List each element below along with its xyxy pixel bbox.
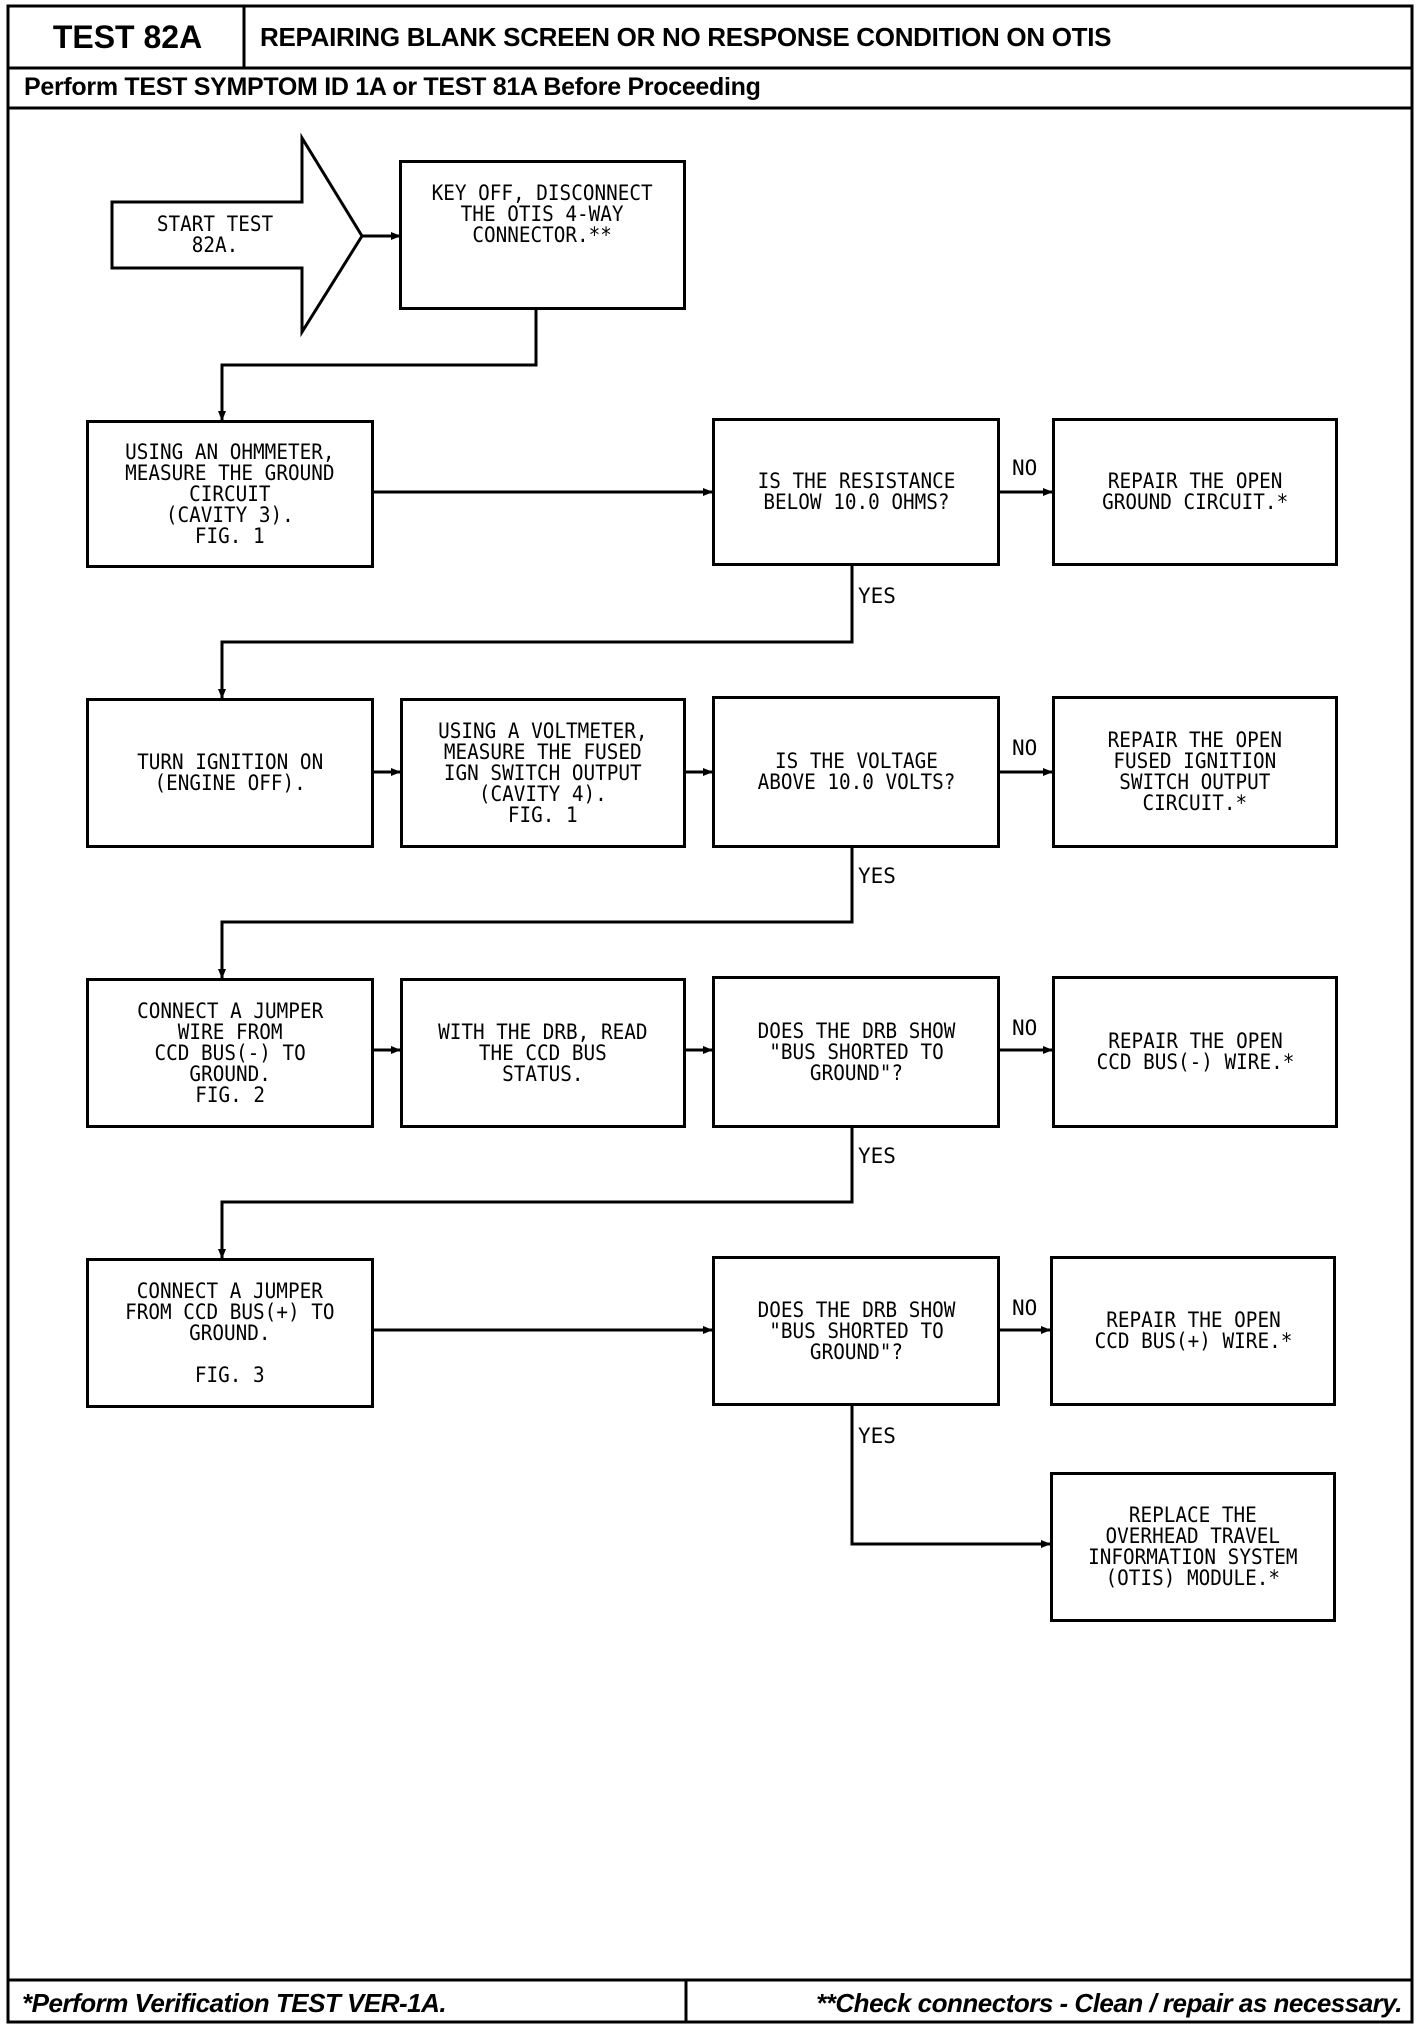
connector-voltage-yes [218, 848, 854, 979]
branch-label-yes: YES [858, 584, 896, 608]
step-jumper-bus-minus: CONNECT A JUMPER WIRE FROM CCD BUS(-) TO… [86, 978, 374, 1128]
step-read-bus-status-text: WITH THE DRB, READ THE CCD BUS STATUS. [438, 1019, 648, 1086]
branch-label-yes: YES [858, 1144, 896, 1168]
connector-resistance-yes [218, 566, 854, 699]
step-jumper-bus-plus-text: CONNECT A JUMPER FROM CCD BUS(+) TO GROU… [125, 1278, 335, 1387]
decision-bus-shorted-2-text: DOES THE DRB SHOW "BUS SHORTED TO GROUND… [757, 1297, 955, 1364]
decision-bus-shorted-2: DOES THE DRB SHOW "BUS SHORTED TO GROUND… [712, 1256, 1000, 1406]
result-repair-ignition: REPAIR THE OPEN FUSED IGNITION SWITCH OU… [1052, 696, 1338, 848]
outer-frame [6, 4, 1414, 2024]
decision-resistance-text: IS THE RESISTANCE BELOW 10.0 OHMS? [757, 469, 955, 514]
step-read-bus-status: WITH THE DRB, READ THE CCD BUS STATUS. [400, 978, 686, 1128]
step-key-off: KEY OFF, DISCONNECT THE OTIS 4-WAY CONNE… [399, 160, 686, 310]
step-key-off-text: KEY OFF, DISCONNECT THE OTIS 4-WAY CONNE… [431, 181, 654, 247]
branch-label-yes: YES [858, 864, 896, 888]
branch-label-no: NO [1012, 736, 1038, 760]
step-jumper-bus-minus-text: CONNECT A JUMPER WIRE FROM CCD BUS(-) TO… [136, 998, 324, 1107]
branch-label-no: NO [1012, 456, 1038, 480]
start-arrow-shape [110, 132, 364, 338]
step-measure-voltage-text: USING A VOLTMETER, MEASURE THE FUSED IGN… [438, 718, 648, 827]
footnote-verification: *Perform Verification TEST VER-1A. [22, 1987, 447, 2018]
step-jumper-bus-plus: CONNECT A JUMPER FROM CCD BUS(+) TO GROU… [86, 1258, 374, 1408]
decision-bus-shorted-1: DOES THE DRB SHOW "BUS SHORTED TO GROUND… [712, 976, 1000, 1128]
result-repair-bus-minus-text: REPAIR THE OPEN CCD BUS(-) WIRE.* [1096, 1029, 1294, 1074]
step-ignition-on-text: TURN IGNITION ON (ENGINE OFF). [136, 750, 324, 795]
result-repair-bus-plus-text: REPAIR THE OPEN CCD BUS(+) WIRE.* [1094, 1308, 1292, 1353]
result-repair-bus-plus: REPAIR THE OPEN CCD BUS(+) WIRE.* [1050, 1256, 1336, 1406]
decision-resistance: IS THE RESISTANCE BELOW 10.0 OHMS? [712, 418, 1000, 566]
step-ignition-on: TURN IGNITION ON (ENGINE OFF). [86, 698, 374, 848]
step-measure-voltage: USING A VOLTMETER, MEASURE THE FUSED IGN… [400, 698, 686, 848]
result-repair-ground: REPAIR THE OPEN GROUND CIRCUIT.* [1052, 418, 1338, 566]
branch-label-no: NO [1012, 1296, 1038, 1320]
start-step: START TEST 82A. [112, 202, 302, 268]
footnote-connectors: **Check connectors - Clean / repair as n… [816, 1987, 1402, 2018]
decision-voltage-text: IS THE VOLTAGE ABOVE 10.0 VOLTS? [757, 749, 955, 794]
step-measure-ground: USING AN OHMMETER, MEASURE THE GROUND CI… [86, 420, 374, 568]
result-repair-ground-text: REPAIR THE OPEN GROUND CIRCUIT.* [1101, 469, 1289, 514]
result-replace-module-text: REPLACE THE OVERHEAD TRAVEL INFORMATION … [1088, 1503, 1298, 1590]
prerequisite-note: Perform TEST SYMPTOM ID 1A or TEST 81A B… [24, 72, 761, 101]
result-repair-bus-minus: REPAIR THE OPEN CCD BUS(-) WIRE.* [1052, 976, 1338, 1128]
result-replace-module: REPLACE THE OVERHEAD TRAVEL INFORMATION … [1050, 1472, 1336, 1622]
connector-shorted2-yes [850, 1406, 1051, 1548]
decision-bus-shorted-1-text: DOES THE DRB SHOW "BUS SHORTED TO GROUND… [757, 1018, 955, 1085]
page-title: REPAIRING BLANK SCREEN OR NO RESPONSE CO… [260, 21, 1112, 52]
step-measure-ground-text: USING AN OHMMETER, MEASURE THE GROUND CI… [125, 439, 335, 548]
test-id: TEST 82A [52, 18, 203, 55]
result-repair-ignition-text: REPAIR THE OPEN FUSED IGNITION SWITCH OU… [1107, 728, 1283, 815]
connector-shorted1-yes [218, 1128, 854, 1259]
connector-keyoff-to-ground [218, 310, 538, 421]
branch-label-yes: YES [858, 1424, 896, 1448]
start-step-text: START TEST 82A. [156, 212, 274, 257]
decision-voltage: IS THE VOLTAGE ABOVE 10.0 VOLTS? [712, 696, 1000, 848]
branch-label-no: NO [1012, 1016, 1038, 1040]
